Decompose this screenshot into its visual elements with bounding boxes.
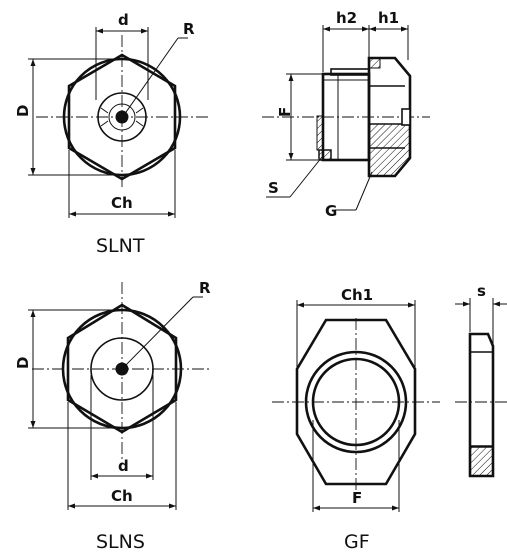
slnt-s-label: S	[268, 179, 279, 197]
slnt-g-label: G	[325, 202, 337, 220]
slns-ch-label: Ch	[111, 487, 133, 505]
gf-s-label: s	[477, 282, 486, 300]
slnt-f-label: F	[276, 107, 294, 117]
slnt-h2-label: h2	[336, 9, 357, 27]
slnt-ch-label: Ch	[111, 194, 133, 212]
gf-f-label: F	[352, 489, 362, 507]
slnt-r-label: R	[183, 20, 195, 38]
gf-side-view	[455, 298, 507, 478]
slnt-front-view	[28, 27, 210, 218]
slnt-D-label: D	[14, 105, 32, 117]
gf-front-view	[272, 300, 440, 512]
slns-D-label: D	[14, 357, 32, 369]
slnt-caption: SLNT	[96, 235, 145, 257]
gf-caption: GF	[344, 531, 370, 553]
slnt-h1-label: h1	[378, 9, 399, 27]
gf-ch1-label: Ch1	[341, 286, 373, 304]
slnt-d-label: d	[118, 11, 129, 29]
slns-caption: SLNS	[96, 531, 145, 553]
slnt-side-view	[262, 25, 430, 211]
slns-r-label: R	[199, 279, 211, 297]
slns-d-label: d	[118, 457, 129, 475]
slns-front-view	[28, 282, 212, 510]
